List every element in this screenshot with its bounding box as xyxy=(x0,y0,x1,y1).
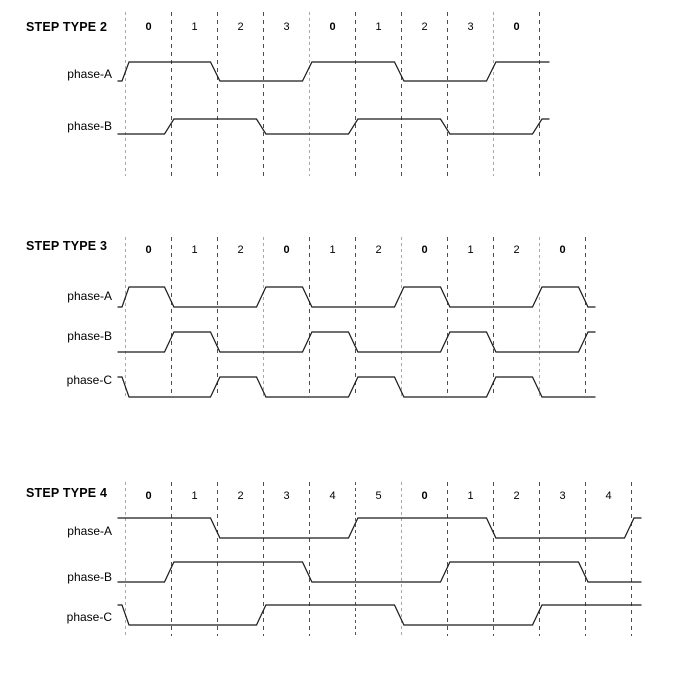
step-number: 0 xyxy=(421,244,428,256)
phase-label-c: phase-C xyxy=(66,610,112,624)
timing-chart-step-type-4: STEP TYPE 4 phase-A phase-B phase-C 0 1 2 3… xyxy=(0,470,674,675)
step-number: 0 xyxy=(513,21,520,33)
step-number: 2 xyxy=(513,490,520,502)
step-number: 0 xyxy=(145,21,152,33)
phase-label-a: phase-A xyxy=(67,524,112,538)
step-number: 0 xyxy=(421,490,428,502)
step-number: 4 xyxy=(329,490,336,502)
phase-label-a: phase-A xyxy=(67,289,112,303)
step-number: 2 xyxy=(237,21,244,33)
waveform-phase-B xyxy=(117,331,596,353)
chart-title: STEP TYPE 4 xyxy=(26,486,108,500)
step-number: 0 xyxy=(145,490,152,502)
waveform-phase-B xyxy=(117,561,642,583)
step-number: 3 xyxy=(467,21,474,33)
waveform-canvas xyxy=(117,237,596,398)
step-number: 1 xyxy=(191,244,198,256)
step-number: 2 xyxy=(237,244,244,256)
phase-label-b: phase-B xyxy=(67,329,112,343)
phase-label-b: phase-B xyxy=(67,570,112,584)
waveform-phase-A xyxy=(117,286,596,308)
step-number: 1 xyxy=(191,21,198,33)
chart-title: STEP TYPE 2 xyxy=(26,20,108,34)
waveform-phase-C xyxy=(117,376,596,398)
step-number: 5 xyxy=(375,490,382,502)
step-number: 2 xyxy=(421,21,428,33)
waveform-canvas xyxy=(117,482,642,636)
step-number: 3 xyxy=(559,490,566,502)
step-number: 0 xyxy=(559,244,566,256)
step-number: 1 xyxy=(329,244,336,256)
step-number: 3 xyxy=(283,490,290,502)
timing-chart-step-type-2: STEP TYPE 2 phase-A phase-B 0 1 2 3 0 1 2 3 0 xyxy=(0,0,674,225)
phase-label-c: phase-C xyxy=(66,373,112,387)
waveform-phase-A xyxy=(117,61,550,82)
waveform-canvas xyxy=(117,12,550,176)
step-number: 1 xyxy=(375,21,382,33)
step-number: 0 xyxy=(329,21,336,33)
waveform-phase-C xyxy=(117,604,642,626)
step-number: 1 xyxy=(191,490,198,502)
step-number: 4 xyxy=(605,490,612,502)
step-number: 3 xyxy=(283,21,290,33)
step-number: 0 xyxy=(145,244,152,256)
phase-label-a: phase-A xyxy=(67,67,112,81)
step-number: 2 xyxy=(237,490,244,502)
step-number: 0 xyxy=(283,244,290,256)
phase-label-b: phase-B xyxy=(67,119,112,133)
timing-chart-step-type-3: STEP TYPE 3 phase-A phase-B phase-C 0 1 2 0… xyxy=(0,225,674,470)
step-number: 1 xyxy=(467,244,474,256)
chart-title: STEP TYPE 3 xyxy=(26,239,108,253)
waveform-phase-A xyxy=(117,517,642,539)
step-number: 2 xyxy=(375,244,382,256)
step-number: 1 xyxy=(467,490,474,502)
step-number: 2 xyxy=(513,244,520,256)
waveform-phase-B xyxy=(117,118,550,135)
